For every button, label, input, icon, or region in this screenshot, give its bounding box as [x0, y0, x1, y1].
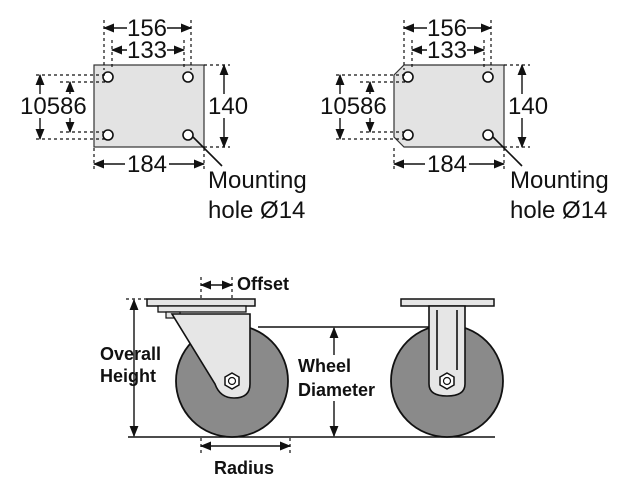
overall-height-line1: Overall — [100, 344, 161, 364]
dim-inner-height: 86 — [360, 93, 387, 120]
dim-plate-height: 140 — [508, 93, 548, 120]
dim-outer-height: 105 — [20, 93, 60, 120]
mounting-note-line2: hole Ø14 — [510, 197, 607, 224]
caster-top-plate — [400, 298, 495, 307]
wheel-diameter-line2: Diameter — [298, 380, 375, 400]
dim-outer-height: 105 — [320, 93, 360, 120]
dim-outer-width: 156 — [427, 15, 467, 42]
offset-label: Offset — [237, 274, 289, 294]
rigid-caster — [390, 298, 504, 438]
mounting-hole — [402, 71, 414, 83]
mounting-hole — [402, 129, 414, 141]
mounting-note-line1: Mounting — [510, 167, 609, 194]
top-plate-left: 156 133 184 105 86 140 Mounting hole Ø14 — [18, 15, 307, 224]
overall-height-line2: Height — [100, 366, 156, 386]
dim-plate-width: 184 — [427, 151, 467, 178]
swivel-raceway — [157, 305, 247, 313]
top-plate-right: 156 133 184 105 86 140 Mounting hole Ø14 — [318, 15, 609, 224]
wheel-diameter-dimension: Wheel Diameter — [258, 326, 432, 438]
mounting-hole — [182, 129, 194, 141]
mounting-note-line1: Mounting — [208, 167, 307, 194]
dim-plate-height: 140 — [208, 93, 248, 120]
leader-line — [192, 136, 223, 167]
mounting-hole — [482, 71, 494, 83]
dim-inner-width: 133 — [127, 37, 167, 64]
dim-plate-width: 184 — [127, 151, 167, 178]
dim-inner-height: 86 — [60, 93, 87, 120]
leader-line — [492, 136, 523, 167]
radius-label: Radius — [214, 458, 274, 478]
dim-outer-width: 156 — [127, 15, 167, 42]
mounting-note-line2: hole Ø14 — [208, 197, 305, 224]
dim-inner-width: 133 — [427, 37, 467, 64]
swivel-caster: Offset Overall Height Radius — [100, 274, 495, 478]
mounting-hole — [182, 71, 194, 83]
mounting-hole — [102, 71, 114, 83]
mounting-hole — [102, 129, 114, 141]
mounting-hole — [482, 129, 494, 141]
rigid-fork — [428, 305, 466, 397]
wheel-diameter-line1: Wheel — [298, 356, 351, 376]
caster-top-plate — [146, 298, 256, 307]
